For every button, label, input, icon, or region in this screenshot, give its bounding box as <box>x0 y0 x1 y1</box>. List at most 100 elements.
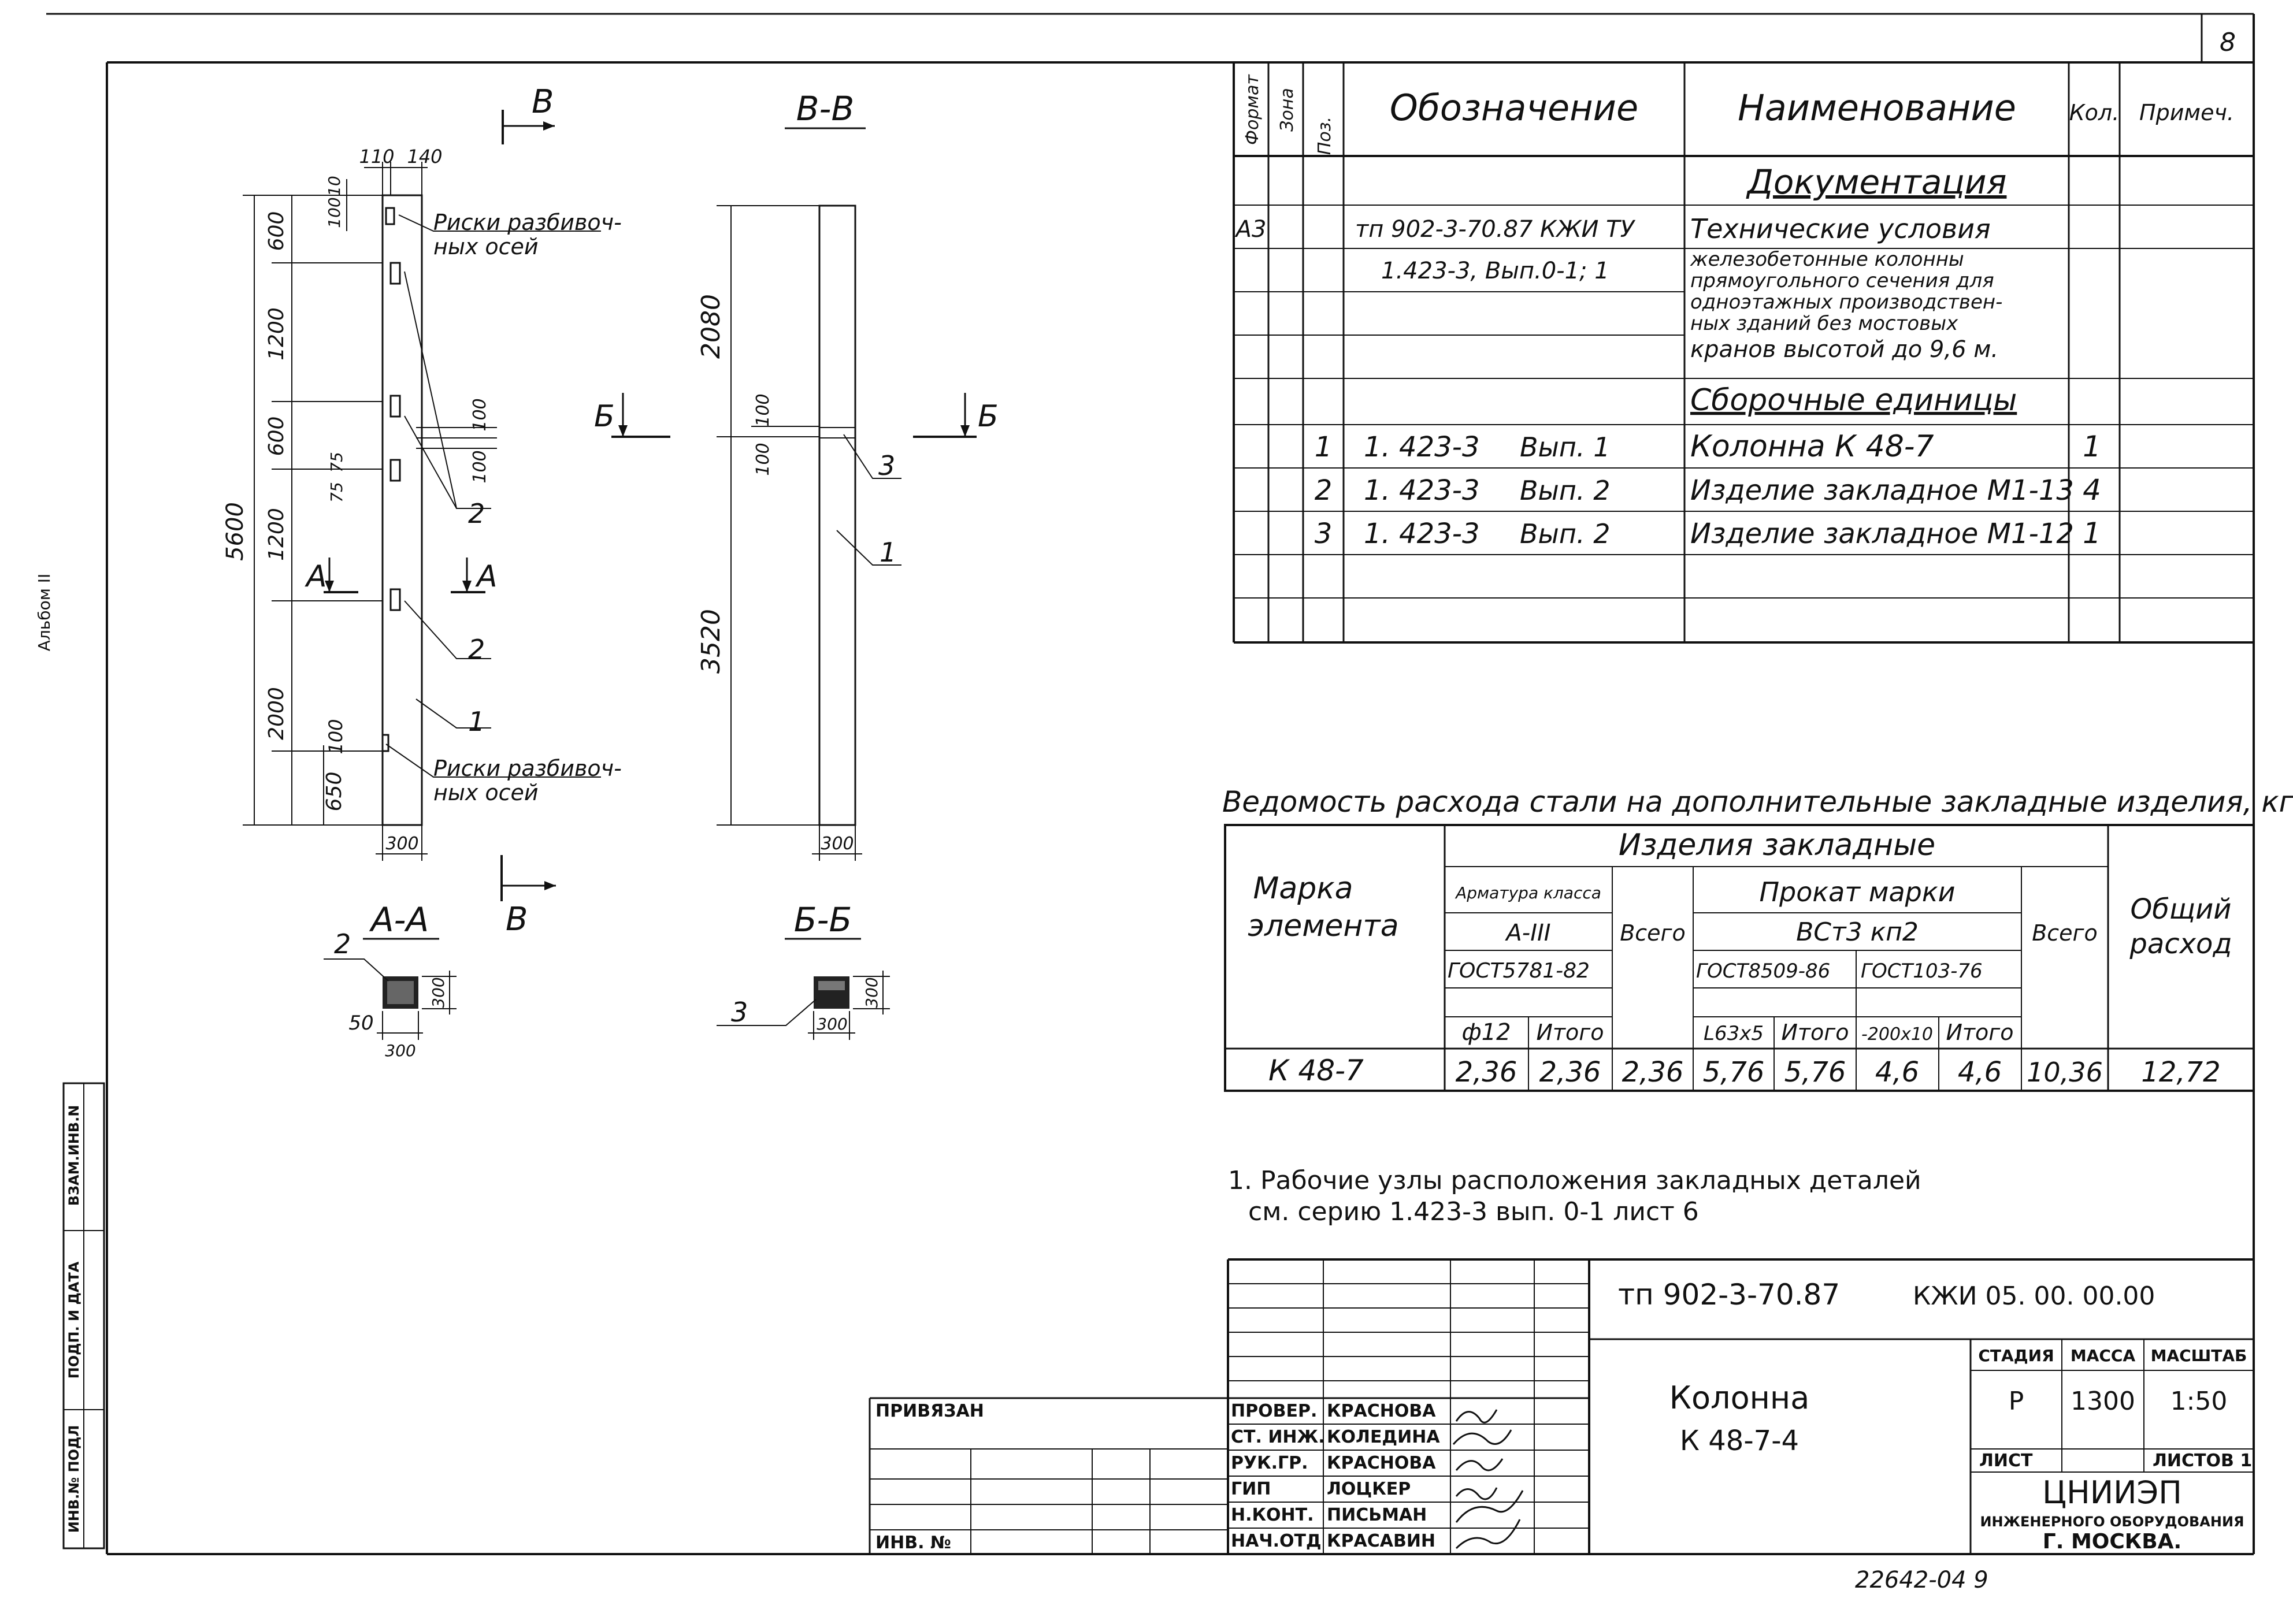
stamp-name-1: КРАСНОВА <box>1327 1401 1436 1421</box>
leader-risks-bottom-1: Риски разбивоч- <box>433 756 622 781</box>
steel-row-v4: 5,76 <box>1703 1056 1765 1088</box>
dim-total-5600: 5600 <box>222 502 248 561</box>
steel-h-grand-2: расход <box>2129 928 2232 960</box>
spec-row-1-name: Колонна К 48-7 <box>1690 429 1934 464</box>
steel-h-items: Изделия закладные <box>1619 828 1935 863</box>
cut-Be-left: Б <box>594 399 615 434</box>
spec-row-2-qty: 4 <box>2083 473 2101 507</box>
spec-h-name: Наименование <box>1738 87 2016 129</box>
spec-h-note: Примеч. <box>2139 100 2234 125</box>
steel-h-strip: -200x10 <box>1861 1024 1933 1045</box>
leader-risks-top-1: Риски разбивоч- <box>433 210 622 235</box>
stamp-h-mass: МАССА <box>2071 1346 2136 1365</box>
stamp-doc-code-2: КЖИ 05. 00. 00.00 <box>1913 1281 2155 1311</box>
signatures <box>1452 1409 1524 1549</box>
view-B-bottom: В <box>506 901 528 938</box>
steel-h-rolled-grade: ВСт3 кп2 <box>1796 917 1919 947</box>
leader-risks-top-2: ных осей <box>433 234 539 259</box>
section-AA-title: А-А <box>369 900 429 939</box>
stamp-name-5: ПИСЬМАН <box>1327 1505 1427 1525</box>
pos-1-bb: 1 <box>880 537 896 568</box>
sheet-frame: 8 <box>46 13 2255 1555</box>
bottom-number: 22642-04 9 <box>1855 1567 1988 1593</box>
dim-seg-1200-upper: 1200 <box>265 307 288 361</box>
note-line-1: 1. Рабочие узлы расположения закладных д… <box>1228 1166 1921 1195</box>
stamp-sheet-label: ЛИСТ <box>1979 1451 2033 1471</box>
dim-width-300-left: 300 <box>385 834 418 854</box>
spec-row-3-issue: Вып. 2 <box>1520 518 1610 549</box>
inv-replace-label: ВЗАМ.ИНВ.N <box>66 1105 82 1206</box>
album-label: Альбом II <box>35 574 54 652</box>
dim-seg-1200-lower: 1200 <box>265 508 288 561</box>
pos-3-bb: 3 <box>878 450 895 481</box>
stamp-name-6: КРАСАВИН <box>1327 1531 1435 1551</box>
spec-row-2-name: Изделие закладное М1-13 <box>1690 474 2074 507</box>
section-AA-dim-h: 300 <box>429 977 448 1008</box>
dim-top-110: 110 <box>359 146 394 168</box>
stamp-sheets-label: ЛИСТОВ 1 <box>2153 1451 2252 1471</box>
stamp-name-3: КРАСНОВА <box>1327 1453 1436 1473</box>
spec-doc-code-2: 1.423-3, Вып.0-1; 1 <box>1381 258 1609 284</box>
spec-table: Формат Зона Поз. Обозначение Наименовани… <box>1233 62 2254 644</box>
dim-small-100-r1: 100 <box>470 398 490 431</box>
spec-doc-name-6: кранов высотой до 9,6 м. <box>1690 336 1998 363</box>
spec-doc-code-1: тп 902-3-70.87 КЖИ ТУ <box>1355 216 1636 243</box>
pos-1-left: 1 <box>468 706 485 737</box>
dim-2080: 2080 <box>696 294 726 359</box>
stamp-org-2: ИНЖЕНЕРНОГО ОБОРУДОВАНИЯ <box>1980 1514 2244 1530</box>
section-BB-dim-w: 300 <box>817 1014 847 1034</box>
stamp-privyazan: ПРИВЯЗАН <box>875 1401 984 1421</box>
stamp-doc-code: тп 902-3-70.87 <box>1618 1278 1840 1311</box>
stamp-role-3: РУК.ГР. <box>1231 1453 1308 1473</box>
spec-row-1-code: 1. 423-3 <box>1364 431 1480 463</box>
stamp-name-4: ЛОЦКЕР <box>1327 1479 1411 1499</box>
section-BB-pos: 3 <box>731 997 748 1028</box>
stamp-scale: 1:50 <box>2170 1387 2228 1416</box>
cut-Be-right: Б <box>978 399 999 434</box>
spec-row-3-qty: 1 <box>2083 516 2101 550</box>
leader-risks-bottom-2: ных осей <box>433 780 539 805</box>
column-elevation-left: 5600 600 1200 600 1200 2000 650 100 10 7… <box>222 83 622 938</box>
spec-row-2-code: 1. 423-3 <box>1364 474 1480 507</box>
left-margin: Альбом II ВЗАМ.ИНВ.N ПОДП. И ДАТА ИНВ.№ … <box>35 574 105 1549</box>
stamp-role-2: СТ. ИНЖ. <box>1231 1427 1325 1447</box>
steel-h-rebar: Арматура класса <box>1455 883 1601 902</box>
spec-row-1-qty: 1 <box>2083 430 2101 463</box>
dim-small-100-r2: 100 <box>470 450 490 483</box>
steel-row-v5: 5,76 <box>1784 1056 1846 1088</box>
section-AA-dim-w: 300 <box>385 1041 415 1060</box>
steel-h-mark-1: Марка <box>1253 871 1353 906</box>
steel-h-phi: ф12 <box>1461 1019 1511 1046</box>
dim-small-100-top: 100 <box>325 197 344 228</box>
spec-doc-name-4: одноэтажных производствен- <box>1690 291 2002 314</box>
steel-row-v8: 10,36 <box>2027 1057 2103 1088</box>
pos-2-upper: 2 <box>468 498 485 529</box>
steel-table: Ведомость расхода стали на дополнительны… <box>1222 785 2293 1092</box>
stamp-title-1: Колонна <box>1669 1380 1810 1416</box>
spec-section-units: Сборочные единицы <box>1690 383 2017 418</box>
steel-h-total-strip: Итого <box>1946 1020 2013 1045</box>
inv-orig-label: ИНВ.№ ПОДЛ <box>66 1425 82 1533</box>
spec-row-1-pos: 1 <box>1315 431 1333 463</box>
cut-A-left: А <box>305 559 327 594</box>
spec-h-zone: Зона <box>1277 88 1297 132</box>
steel-h-all-rebar: Всего <box>1620 920 1686 946</box>
dim-seg-2000: 2000 <box>265 687 288 740</box>
spec-row-1-issue: Вып. 1 <box>1520 432 1610 463</box>
steel-row-v2: 2,36 <box>1539 1056 1601 1088</box>
stamp-role-4: ГИП <box>1231 1479 1271 1499</box>
dim-3520: 3520 <box>696 609 726 674</box>
steel-row-v7: 4,6 <box>1958 1056 2002 1088</box>
stamp-mass: 1300 <box>2071 1387 2135 1416</box>
steel-h-mark-2: элемента <box>1248 909 1398 943</box>
steel-h-grand-1: Общий <box>2131 893 2232 926</box>
section-AA-pos: 2 <box>334 928 351 960</box>
dim-100-r-b: 100 <box>753 443 773 475</box>
spec-row-2-issue: Вып. 2 <box>1520 475 1610 506</box>
spec-doc-name-1: Технические условия <box>1690 213 1991 244</box>
spec-row-3-pos: 3 <box>1315 518 1333 550</box>
spec-doc-name-5: ных зданий без мостовых <box>1690 312 1958 335</box>
steel-h-rebar-class: А-III <box>1504 920 1550 946</box>
section-AA-dim-50: 50 <box>348 1012 373 1035</box>
